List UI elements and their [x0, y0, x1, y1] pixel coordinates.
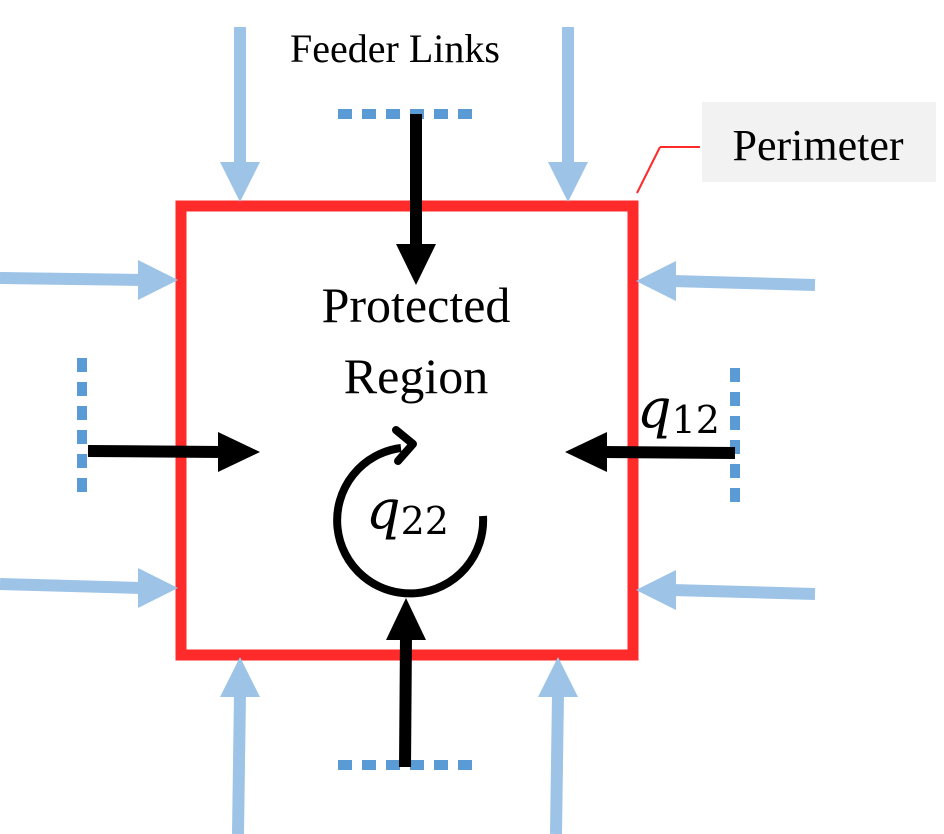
feeder-arrow-left-upper: [0, 260, 178, 300]
feeder-arrow-right-upper: [636, 261, 816, 301]
flow-arrow-left: [87, 432, 260, 472]
feeder-arrows: [0, 27, 816, 834]
feeder-arrow-left-lower: [0, 568, 178, 608]
perimeter-label-box: [702, 102, 936, 182]
internal-flow-circle: [333, 426, 488, 598]
q12-base: q: [637, 377, 672, 440]
feeder-links-label: Feeder Links: [290, 26, 500, 71]
feeder-arrow-bottom-left: [220, 657, 260, 834]
region-label-line1: Protected: [322, 277, 511, 333]
feeder-arrow-bottom-right: [538, 657, 578, 834]
q12-label: q12: [637, 377, 720, 442]
feeder-arrow-top-left: [220, 27, 260, 202]
flow-arrow-top: [396, 114, 436, 285]
perimeter-label: Perimeter: [732, 121, 903, 170]
q12-subscript: 12: [672, 398, 720, 442]
flow-arrow-right: [565, 432, 736, 472]
region-label-line2: Region: [344, 348, 488, 404]
q22-subscript: 22: [401, 499, 449, 543]
feeder-arrow-right-lower: [636, 570, 816, 610]
q22-base: q: [366, 478, 401, 541]
perimeter-boundary: [175, 200, 639, 661]
perimeter-leader-line: [636, 146, 661, 194]
flow-arrows: [87, 114, 736, 768]
dotted-links: [77, 109, 740, 770]
q22-label: q22: [366, 478, 449, 543]
flow-arrow-bottom: [386, 598, 426, 768]
feeder-arrow-top-right: [548, 27, 588, 202]
